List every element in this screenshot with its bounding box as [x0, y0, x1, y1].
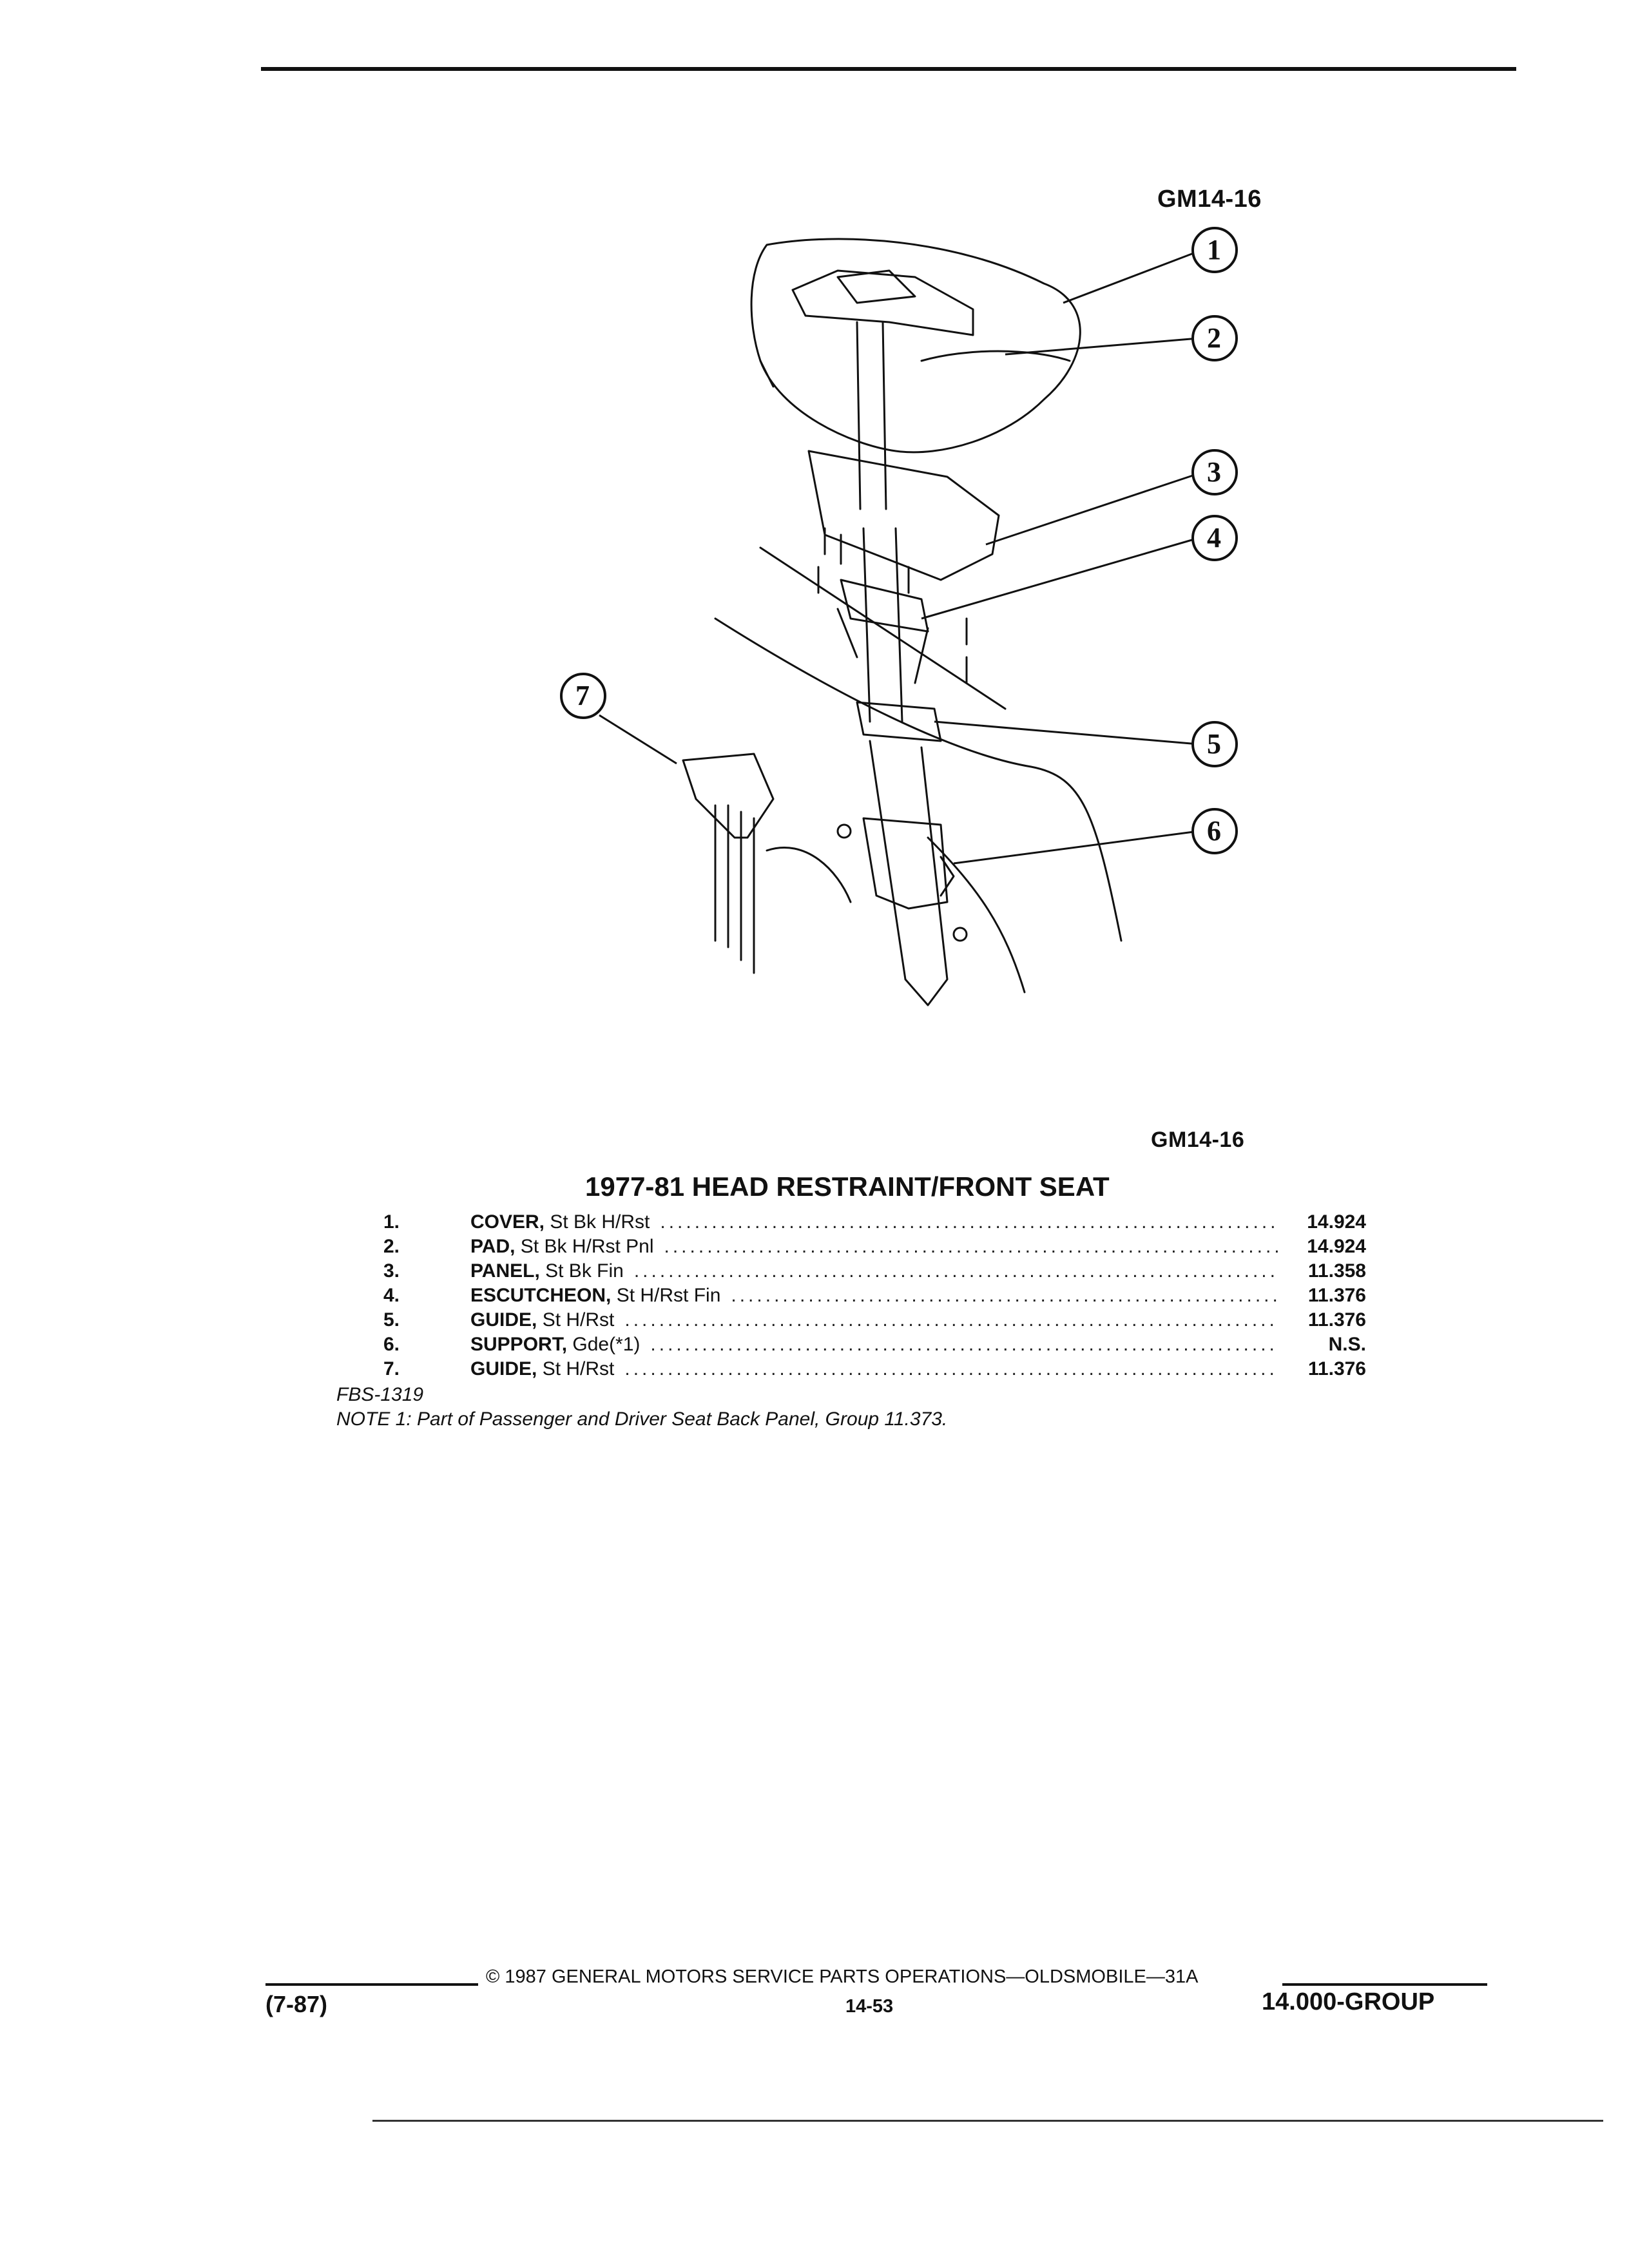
part-name: GUIDE,: [470, 1309, 537, 1331]
callout-7-icon: [560, 673, 606, 719]
figure-code-bottom: GM14-16: [1151, 1128, 1245, 1152]
part-description: GUIDE, St H/Rst: [470, 1358, 614, 1380]
part-number: 5.: [383, 1309, 400, 1331]
footer-page-number: 14-53: [845, 1996, 894, 2017]
part-group: N.S.: [1328, 1334, 1366, 1355]
part-number: 6.: [383, 1334, 400, 1355]
part-description: PANEL, St Bk Fin: [470, 1260, 624, 1282]
part-description: SUPPORT, Gde(*1): [470, 1334, 640, 1356]
part-description: ESCUTCHEON, St H/Rst Fin: [470, 1285, 720, 1307]
dot-leader: ........................................…: [660, 1211, 1278, 1233]
headrest-post-left: [856, 321, 862, 510]
seat-back-outline: [714, 617, 1123, 942]
part-number: 2.: [383, 1236, 400, 1257]
part-name: SUPPORT,: [470, 1334, 568, 1355]
footer-date: (7-87): [265, 1991, 328, 2017]
part-name: ESCUTCHEON,: [470, 1285, 612, 1306]
footer-copyright: © 1987 GENERAL MOTORS SERVICE PARTS OPER…: [486, 1966, 1199, 1987]
part-detail: St Bk H/Rst Pnl: [515, 1236, 654, 1257]
footer-rule-left: [265, 1983, 478, 1986]
part-group: 11.376: [1307, 1285, 1366, 1306]
dot-leader: ........................................…: [624, 1309, 1278, 1331]
callout-5-icon: [1191, 721, 1238, 767]
dot-leader: ........................................…: [664, 1236, 1278, 1257]
panel-fin: [807, 450, 1000, 581]
callout-2-icon: [1191, 315, 1238, 361]
part-number: 7.: [383, 1358, 400, 1379]
part-row: 7. GUIDE, St H/Rst .....................…: [361, 1358, 1366, 1383]
part-row: 4. ESCUTCHEON, St H/Rst Fin ............…: [361, 1285, 1366, 1309]
part-description: PAD, St Bk H/Rst Pnl: [470, 1236, 654, 1258]
part-description: COVER, St Bk H/Rst: [470, 1211, 650, 1233]
part-description: GUIDE, St H/Rst: [470, 1309, 614, 1331]
part-detail: Gde(*1): [567, 1334, 641, 1355]
part-name: PANEL,: [470, 1260, 540, 1282]
dot-leader: ........................................…: [731, 1285, 1278, 1306]
part-number: 3.: [383, 1260, 400, 1282]
part-detail: St H/Rst: [537, 1309, 615, 1331]
part-row: 3. PANEL, St Bk Fin ....................…: [361, 1260, 1366, 1285]
part-number: 4.: [383, 1285, 400, 1306]
callout-label-3: 3: [1207, 456, 1221, 488]
callout-label-2: 2: [1207, 322, 1221, 354]
bottom-rule: [372, 2120, 1603, 2122]
part-detail: St Bk Fin: [539, 1260, 624, 1282]
part-name: PAD,: [470, 1236, 516, 1257]
callout-label-1: 1: [1207, 234, 1221, 265]
reference-code: FBS-1319: [336, 1384, 424, 1405]
part-group: 14.924: [1307, 1211, 1366, 1233]
footer-group: 14.000-GROUP: [1262, 1988, 1435, 2015]
guide-left: [682, 753, 775, 839]
dot-leader: ........................................…: [650, 1334, 1278, 1355]
callout-label-4: 4: [1207, 522, 1221, 553]
part-number: 1.: [383, 1211, 400, 1233]
callout-6-icon: [1191, 808, 1238, 854]
callout-label-7: 7: [575, 680, 590, 711]
part-group: 11.376: [1307, 1358, 1366, 1379]
part-detail: St H/Rst Fin: [611, 1285, 721, 1306]
part-group: 11.376: [1307, 1309, 1366, 1331]
part-group: 11.358: [1307, 1260, 1366, 1282]
dot-leader: ........................................…: [624, 1358, 1278, 1379]
note-1: NOTE 1: Part of Passenger and Driver Sea…: [336, 1408, 948, 1430]
callout-label-6: 6: [1207, 815, 1221, 847]
part-detail: St Bk H/Rst: [545, 1211, 650, 1233]
figure-code-top: GM14-16: [1157, 186, 1262, 213]
callout-3-icon: [1191, 449, 1238, 495]
part-row: 1. COVER, St Bk H/Rst ..................…: [361, 1211, 1366, 1236]
head-restraint-exploded-diagram: [560, 227, 1238, 1006]
support-guide: [862, 817, 949, 910]
part-name: COVER,: [470, 1211, 545, 1233]
part-group: 14.924: [1307, 1236, 1366, 1257]
section-title: 1977-81 HEAD RESTRAINT/FRONT SEAT: [585, 1171, 1110, 1202]
footer-rule-right: [1282, 1983, 1487, 1986]
part-name: GUIDE,: [470, 1358, 537, 1379]
dot-leader: ........................................…: [633, 1260, 1278, 1282]
headrest-cover: [750, 238, 1081, 454]
part-detail: St H/Rst: [537, 1358, 615, 1379]
guide-center: [856, 701, 942, 742]
parts-list: 1. COVER, St Bk H/Rst ..................…: [361, 1211, 1366, 1383]
escutcheon: [840, 579, 929, 633]
top-rule: [261, 67, 1516, 71]
callout-label-5: 5: [1207, 728, 1221, 760]
part-row: 5. GUIDE, St H/Rst .....................…: [361, 1309, 1366, 1334]
part-row: 2. PAD, St Bk H/Rst Pnl ................…: [361, 1236, 1366, 1260]
part-row: 6. SUPPORT, Gde(*1) ....................…: [361, 1334, 1366, 1358]
callout-1-icon: [1191, 227, 1238, 273]
callout-4-icon: [1191, 515, 1238, 561]
